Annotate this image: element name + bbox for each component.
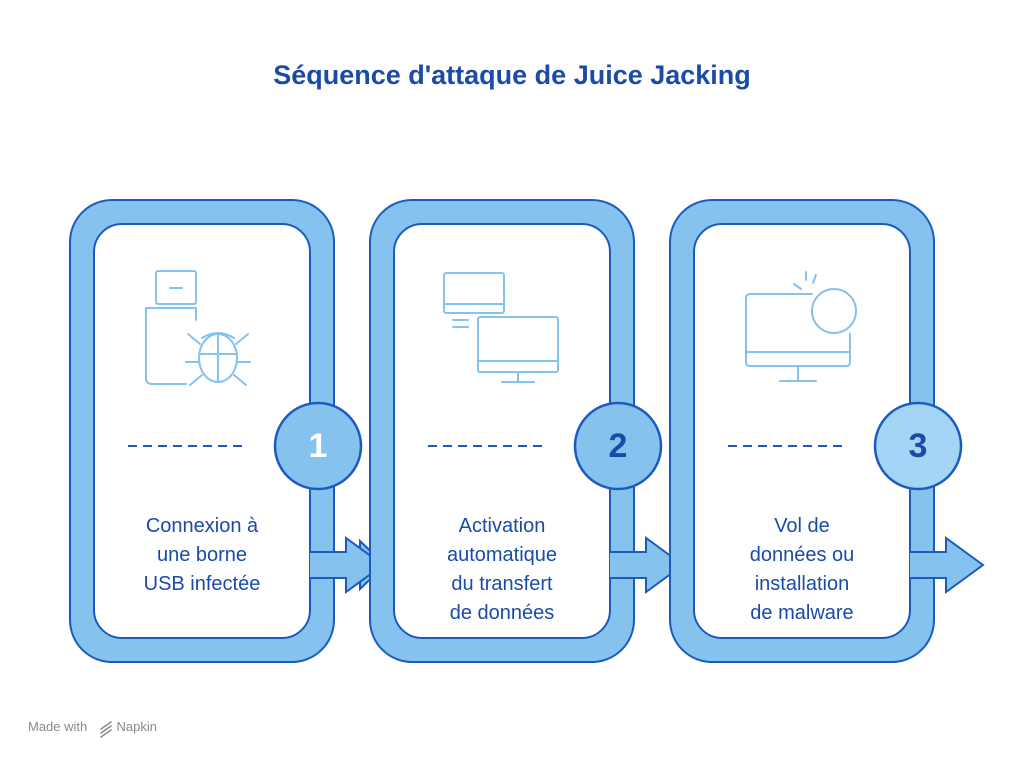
step-3-badge: [873, 401, 963, 491]
step-2-text: Activation automatique du transfert de d…: [412, 512, 592, 628]
made-with-napkin-watermark: Made with Napkin: [28, 719, 157, 734]
watermark-prefix: Made with: [28, 719, 88, 734]
step-2-card: [369, 199, 685, 663]
step-3-line: données ou: [749, 544, 855, 566]
step-1-badge: [273, 401, 363, 491]
step-2-line: Activation: [458, 515, 546, 537]
step-1-text: Connexion à une borne USB infectée: [112, 512, 292, 599]
step-3-line: Vol de: [774, 515, 830, 537]
step-3-number: 3: [908, 427, 928, 465]
step-3-text: Vol de données ou installation de malwar…: [712, 512, 892, 628]
usb-bug-icon: [145, 270, 251, 386]
step-1-line: USB infectée: [143, 573, 261, 595]
step-2-line: du transfert: [451, 573, 553, 595]
step-3-line: de malware: [750, 602, 854, 624]
monitor-alert-icon: [745, 271, 857, 382]
step-3-card: [669, 199, 985, 663]
napkin-logo-icon: [100, 721, 112, 738]
step-2-number: 2: [608, 427, 628, 465]
diagram-title: Séquence d'attaque de Juice Jacking: [273, 60, 751, 90]
step-2-line: automatique: [446, 544, 558, 566]
step-1-line: Connexion à: [145, 515, 259, 537]
step-2-line: de données: [449, 602, 555, 624]
step-1-line: une borne: [156, 544, 248, 566]
step-1-number: 1: [308, 427, 328, 465]
step-3-line: installation: [754, 573, 850, 595]
step-1-card: [69, 199, 387, 663]
watermark-brand: Napkin: [116, 719, 157, 734]
step-2-badge: [573, 401, 663, 491]
monitors-transfer-icon: [443, 272, 559, 383]
